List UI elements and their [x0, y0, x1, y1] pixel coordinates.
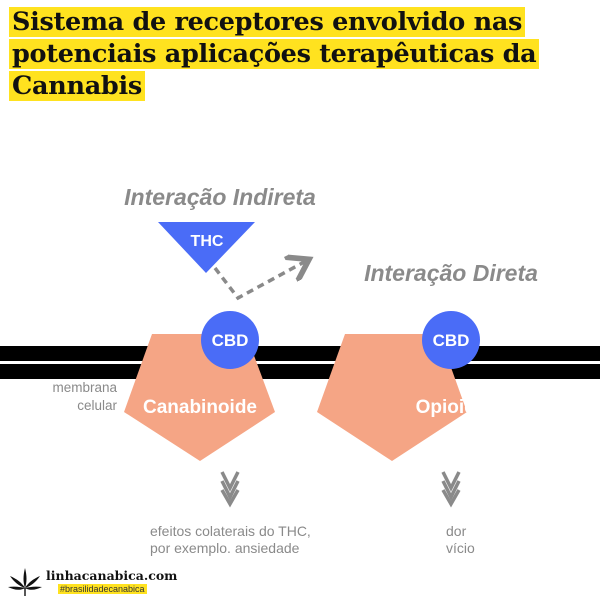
- receptor-label-cannabinoid: Canabinoide: [143, 397, 257, 418]
- effect-right-2: vício: [446, 540, 475, 556]
- thc-triangle: [158, 222, 255, 273]
- cbd-circle-right: [422, 311, 480, 369]
- opioid-receptor: [317, 334, 467, 461]
- membrane-label-1: membrana: [52, 380, 117, 395]
- hashtag: #brasilidadecanabica: [58, 584, 147, 594]
- cbd-circle-left: [201, 311, 259, 369]
- cbd-label-right: CBD: [433, 331, 470, 350]
- chevron-down-icon-left: [220, 471, 240, 508]
- effect-left-1: efeitos colaterais do THC,: [150, 523, 311, 539]
- direct-interaction-label: Interação Direta: [364, 260, 538, 286]
- cannabis-leaf-icon: [8, 568, 42, 596]
- indirect-arrow: [213, 261, 306, 301]
- effect-right-1: dor: [446, 523, 467, 539]
- membrane-band-top: [0, 346, 600, 361]
- chevron-down-icon-right: [441, 471, 461, 508]
- thc-label: THC: [191, 233, 224, 250]
- membrane-band-bottom: [0, 364, 600, 379]
- indirect-interaction-label: Interação Indireta: [124, 184, 316, 210]
- page-title: Sistema de receptores envolvido nas pote…: [9, 6, 599, 102]
- cbd-label-left: CBD: [212, 331, 249, 350]
- site-name: linhacanabica.com: [46, 568, 178, 583]
- receptor-label-opioid: Opioide: [416, 397, 487, 418]
- effect-left-2: por exemplo. ansiedade: [150, 540, 300, 556]
- title-text: Sistema de receptores envolvido nas pote…: [9, 7, 540, 101]
- membrane-label-2: celular: [77, 398, 117, 413]
